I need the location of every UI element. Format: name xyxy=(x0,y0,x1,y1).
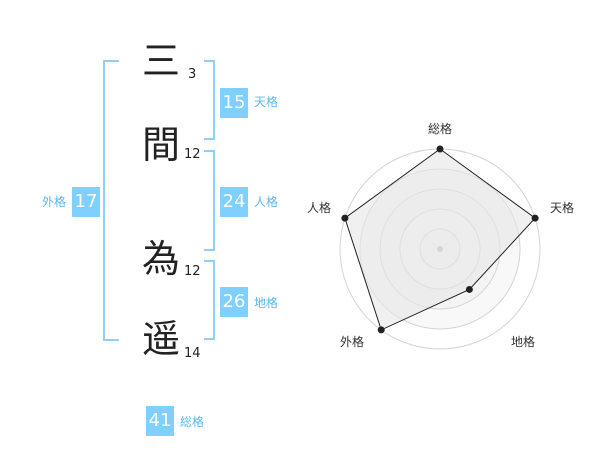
char-3: 為 xyxy=(142,237,181,281)
radar-point-4 xyxy=(377,326,385,334)
tenkaku-value: 15 xyxy=(220,88,248,118)
char-2-strokes: 12 xyxy=(184,147,201,162)
tenkaku-label: 天格 xyxy=(254,95,279,109)
char-1: 三 xyxy=(142,39,181,83)
chikaku-value: 26 xyxy=(220,287,248,317)
gaikaku-value: 17 xyxy=(72,187,100,217)
radar-label-gaikaku: 外格 xyxy=(340,335,365,349)
soukaku-label: 総格 xyxy=(180,415,205,429)
chikaku-bracket xyxy=(204,260,215,340)
radar-point-5 xyxy=(341,214,349,222)
chikaku-label: 地格 xyxy=(254,296,279,310)
char-3-strokes: 12 xyxy=(184,264,201,279)
radar-point-1 xyxy=(436,145,444,153)
char-4: 遥 xyxy=(142,317,181,361)
tenkaku-bracket xyxy=(204,60,215,140)
radar-label-soukaku: 総格 xyxy=(428,122,453,136)
gaikaku-bracket xyxy=(103,60,119,341)
soukaku-value: 41 xyxy=(146,406,174,436)
radar-label-tenkaku: 天格 xyxy=(550,201,575,215)
char-4-strokes: 14 xyxy=(184,346,201,361)
char-1-strokes: 3 xyxy=(188,67,197,82)
radar-point-2 xyxy=(531,214,539,222)
radar-label-jinkaku: 人格 xyxy=(307,201,332,215)
gaikaku-label: 外格 xyxy=(42,195,67,209)
jinkaku-value: 24 xyxy=(220,187,248,217)
jinkaku-label: 人格 xyxy=(254,195,279,209)
radar-polygon xyxy=(344,148,536,331)
radar-point-3 xyxy=(465,285,473,293)
jinkaku-bracket xyxy=(204,150,215,251)
char-2: 間 xyxy=(142,123,181,167)
radar-label-chikaku: 地格 xyxy=(511,335,536,349)
